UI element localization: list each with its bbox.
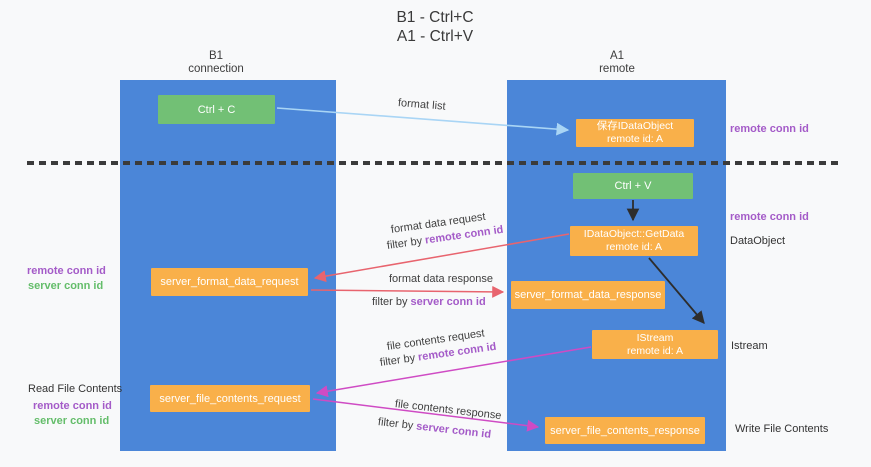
server-file-contents-response-label: server_file_contents_response — [550, 424, 700, 437]
left-column-role: connection — [188, 63, 244, 75]
filter-by-text: filter by — [377, 416, 417, 433]
format-data-response-label: format data response — [389, 273, 493, 285]
right-remote-conn-id-label-2: remote conn id — [730, 211, 809, 223]
server-format-data-response-box: server_format_data_response — [511, 281, 665, 309]
server-file-contents-request-label: server_file_contents_request — [159, 392, 301, 405]
left-remote-conn-id-label-2: remote conn id — [33, 400, 112, 412]
istream-line1: IStream — [636, 331, 674, 344]
left-remote-conn-id-label-1: remote conn id — [27, 265, 106, 277]
right-remote-conn-id-label-1: remote conn id — [730, 123, 809, 135]
save-dataobject-line2: remote id: A — [606, 133, 664, 145]
server-conn-id-key: server conn id — [410, 296, 486, 308]
diagram-title-line2: A1 - Ctrl+V — [396, 28, 474, 45]
diagram-title-line1: B1 - Ctrl+C — [396, 9, 474, 26]
left-column-header: B1 connection — [146, 50, 286, 76]
istream-line2: remote id: A — [626, 344, 684, 357]
file-contents-response-label: file contents response — [394, 398, 503, 423]
ctrl-c-box: Ctrl + C — [158, 95, 275, 124]
filter-by-text: filter by — [379, 351, 419, 369]
format-data-response-arrow — [310, 285, 505, 298]
phase-separator-dashed-line — [27, 161, 839, 165]
right-column-header: A1 remote — [547, 50, 687, 76]
save-dataobject-box: 保存IDataObject remote id: A — [576, 119, 694, 147]
dataobject-label: DataObject — [730, 235, 786, 247]
filter-by-text: filter by — [386, 234, 426, 252]
left-column-name: B1 — [208, 50, 224, 62]
getdata-line1: IDataObject::GetData — [583, 228, 685, 240]
ctrl-v-box: Ctrl + V — [573, 173, 693, 199]
istream-box: IStream remote id: A — [592, 330, 718, 359]
getdata-line2: remote id: A — [605, 241, 663, 253]
read-file-contents-label: Read File Contents — [28, 383, 123, 395]
ctrl-c-label: Ctrl + C — [197, 103, 236, 116]
right-column-name: A1 — [609, 50, 625, 62]
server-file-contents-request-box: server_file_contents_request — [150, 385, 310, 412]
write-file-contents-label: Write File Contents — [735, 423, 829, 435]
server-format-data-response-label: server_format_data_response — [514, 289, 662, 301]
istream-side-label: Istream — [731, 340, 768, 352]
format-list-label: format list — [397, 97, 447, 113]
server-format-data-request-box: server_format_data_request — [151, 268, 308, 296]
left-server-conn-id-label-2: server conn id — [34, 415, 110, 427]
save-dataobject-line1: 保存IDataObject — [596, 120, 674, 132]
server-conn-id-key: server conn id — [415, 420, 492, 441]
ctrl-v-label: Ctrl + V — [614, 180, 652, 192]
filter-by-text: filter by — [372, 296, 411, 308]
file-contents-response-filter-label: filter by server conn id — [377, 416, 491, 441]
server-file-contents-response-box: server_file_contents_response — [545, 417, 705, 444]
format-data-response-filter-label: filter by server conn id — [372, 296, 486, 308]
right-column-role: remote — [599, 63, 635, 75]
server-format-data-request-label: server_format_data_request — [160, 276, 299, 288]
left-server-conn-id-label-1: server conn id — [28, 280, 104, 292]
diagram-title: B1 - Ctrl+C A1 - Ctrl+V — [300, 8, 570, 46]
getdata-box: IDataObject::GetData remote id: A — [570, 226, 698, 256]
